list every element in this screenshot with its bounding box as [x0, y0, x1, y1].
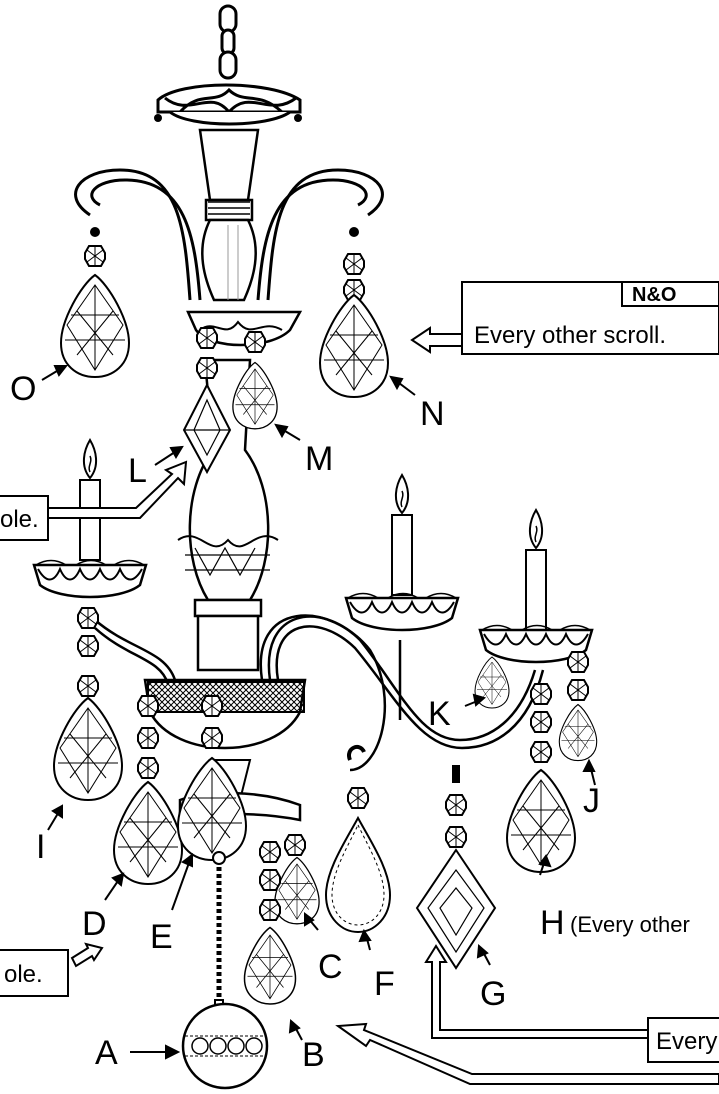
label-i: I [36, 828, 45, 866]
label-h: H [540, 904, 565, 942]
label-f: F [374, 965, 395, 1003]
label-b: B [302, 1036, 325, 1074]
label-e: E [150, 918, 173, 956]
label-g: G [480, 975, 506, 1013]
crystal-g [417, 765, 495, 968]
crystal-h [507, 684, 575, 872]
label-d: D [82, 905, 107, 943]
crystal-o [61, 227, 129, 377]
callout-bottom-right-text: Every [656, 1028, 717, 1055]
label-m: M [305, 440, 333, 478]
label-h-note: (Every other [570, 912, 690, 937]
canopy [154, 85, 302, 124]
label-j: J [583, 782, 600, 820]
label-c: C [318, 948, 343, 986]
label-o: O [10, 370, 36, 408]
candle-right [480, 510, 592, 662]
callout-box-left-upper: ole. [0, 496, 48, 540]
callout-box-n-o: N&O Every other scroll. [462, 282, 719, 354]
callout-no-text: Every other scroll. [474, 322, 666, 349]
crystal-f [326, 747, 390, 932]
crystal-c [275, 835, 319, 924]
crystal-n [320, 227, 388, 397]
candle-center [346, 475, 458, 630]
crystal-b [245, 842, 296, 1004]
label-a: A [95, 1034, 118, 1072]
hanging-chain [220, 6, 236, 78]
crystal-i [54, 608, 122, 800]
label-k: K [428, 695, 451, 733]
crystal-j [559, 652, 596, 761]
callout-box-bottom-right: Every [648, 1018, 719, 1062]
central-stem [200, 130, 258, 300]
callout-left-lower-text: ole. [4, 961, 43, 988]
callout-no-heading: N&O [632, 284, 676, 306]
callout-left-upper-text: ole. [0, 506, 39, 533]
label-n: N [420, 395, 445, 433]
label-l: L [128, 452, 147, 490]
callout-box-left-lower: ole. [0, 950, 68, 996]
